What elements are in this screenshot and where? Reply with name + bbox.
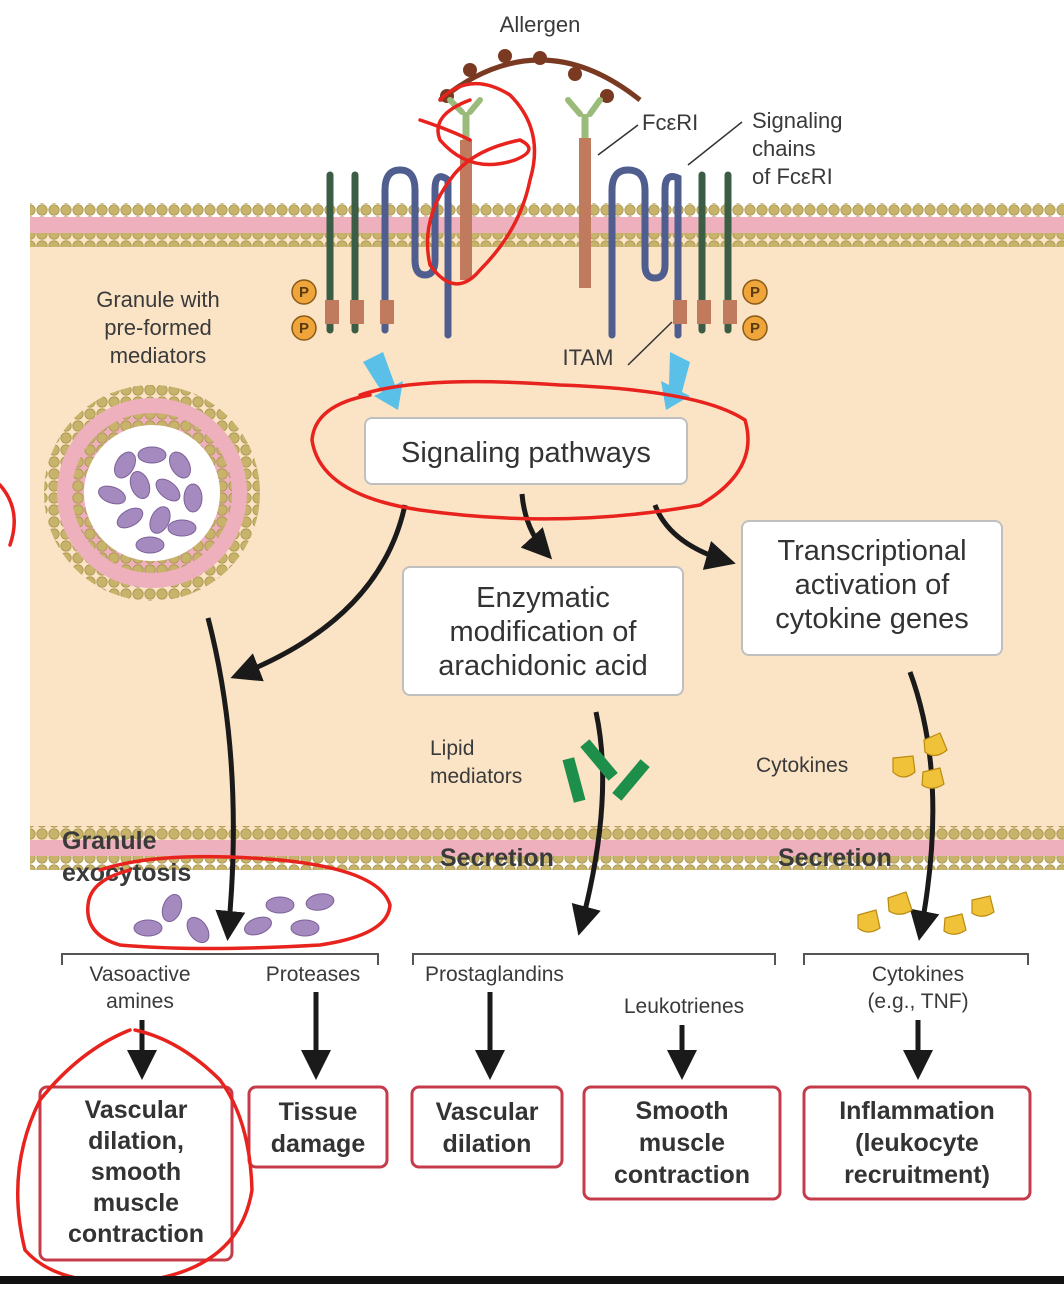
bottom-edge-bar <box>0 1276 1064 1284</box>
lipid-mediators-label-line1: Lipid <box>430 737 474 760</box>
plasma-membrane-bottom <box>30 826 1064 870</box>
secretion-label-lipid: Secretion <box>440 844 554 872</box>
signaling-pathways-box: Signaling pathways <box>364 417 688 485</box>
svg-text:muscle: muscle <box>93 1189 179 1217</box>
itam-label: ITAM <box>563 345 614 370</box>
svg-text:Smooth: Smooth <box>635 1097 728 1125</box>
granule-label-line2: pre-formed <box>104 315 212 340</box>
pathway-arrows <box>205 493 940 941</box>
svg-text:damage: damage <box>271 1130 366 1158</box>
svg-text:Transcriptional: Transcriptional <box>777 535 966 567</box>
secretion-label-cytokine: Secretion <box>778 844 892 872</box>
released-granule-contents <box>133 893 335 944</box>
fceri-leader-line <box>597 124 639 156</box>
svg-text:Inflammation: Inflammation <box>839 1097 995 1125</box>
proteases-label: Proteases <box>266 963 361 986</box>
signaling-chains-left <box>325 166 452 339</box>
blue-arrow-left <box>363 352 403 410</box>
outcome-box-vascular-dilation: Vascular dilation <box>410 1085 564 1169</box>
granule-exocytosis-label-line1: Granule <box>62 827 157 855</box>
svg-text:Tissue: Tissue <box>279 1098 358 1126</box>
granule-with-mediators <box>44 385 260 601</box>
mediator-brackets <box>61 953 1029 965</box>
signaling-chains-label-line2: chains <box>752 136 816 161</box>
svg-text:Vascular: Vascular <box>85 1096 188 1124</box>
signaling-chains-right <box>608 166 737 339</box>
svg-text:contraction: contraction <box>614 1161 750 1189</box>
svg-text:Vascular: Vascular <box>436 1098 539 1126</box>
outcome-box-vascular-dilation-smooth-muscle: Vascular dilation, smooth muscle contrac… <box>38 1085 234 1262</box>
svg-text:contraction: contraction <box>68 1220 204 1248</box>
svg-text:P: P <box>750 284 760 301</box>
cytokines-inside-label: Cytokines <box>756 754 848 777</box>
phosphate-group-icon: P P P P <box>291 279 768 341</box>
itam-leader-line <box>627 321 673 366</box>
vasoactive-amines-label-line1: Vasoactive <box>89 963 190 986</box>
fceri-label: FcεRI <box>642 110 698 135</box>
svg-text:modification of: modification of <box>450 616 638 648</box>
svg-text:P: P <box>299 284 309 301</box>
svg-text:muscle: muscle <box>639 1129 725 1157</box>
lipid-mediator-molecules <box>562 739 650 803</box>
svg-text:Signaling pathways: Signaling pathways <box>401 437 651 469</box>
svg-text:Enzymatic: Enzymatic <box>476 582 610 614</box>
svg-text:dilation: dilation <box>443 1130 532 1158</box>
cytokines-mediator-label-line1: Cytokines <box>872 963 964 986</box>
transcriptional-activation-box: Transcriptional activation of cytokine g… <box>741 520 1003 656</box>
plasma-membrane-top <box>30 203 1064 247</box>
svg-text:recruitment): recruitment) <box>844 1161 990 1189</box>
granule-label-line3: mediators <box>110 343 207 368</box>
fceri-receptor-left <box>447 97 483 280</box>
vasoactive-amines-label-line2: amines <box>106 990 174 1013</box>
prostaglandins-label: Prostaglandins <box>425 963 564 986</box>
svg-text:(leukocyte: (leukocyte <box>855 1129 979 1157</box>
svg-text:smooth: smooth <box>91 1158 181 1186</box>
enzymatic-modification-box: Enzymatic modification of arachidonic ac… <box>402 566 684 696</box>
outcome-arrows <box>127 992 933 1080</box>
outcome-box-smooth-muscle-contraction: Smooth muscle contraction <box>582 1085 782 1201</box>
svg-text:P: P <box>299 320 309 337</box>
granule-label-line1: Granule with <box>96 287 220 312</box>
signaling-chains-leader-line <box>687 121 743 166</box>
signaling-chains-label-line3: of FcεRI <box>752 164 833 189</box>
cytokine-molecules-inside <box>892 732 948 789</box>
svg-text:activation of: activation of <box>795 569 951 601</box>
outcome-box-inflammation: Inflammation (leukocyte recruitment) <box>802 1085 1032 1201</box>
outcome-box-tissue-damage: Tissue damage <box>247 1085 389 1169</box>
svg-text:arachidonic acid: arachidonic acid <box>438 650 648 682</box>
svg-text:cytokine genes: cytokine genes <box>775 603 968 635</box>
cytokines-mediator-label-line2: (e.g., TNF) <box>867 990 968 1013</box>
svg-text:dilation,: dilation, <box>88 1127 184 1155</box>
allergen-label: Allergen <box>500 12 581 37</box>
released-cytokines <box>857 891 995 935</box>
svg-text:P: P <box>750 320 760 337</box>
allergen-molecule <box>438 49 642 103</box>
lipid-mediators-label-line2: mediators <box>430 765 522 788</box>
fceri-receptor-right <box>565 97 603 288</box>
leukotrienes-label: Leukotrienes <box>624 995 744 1018</box>
signaling-chains-label-line1: Signaling <box>752 108 843 133</box>
